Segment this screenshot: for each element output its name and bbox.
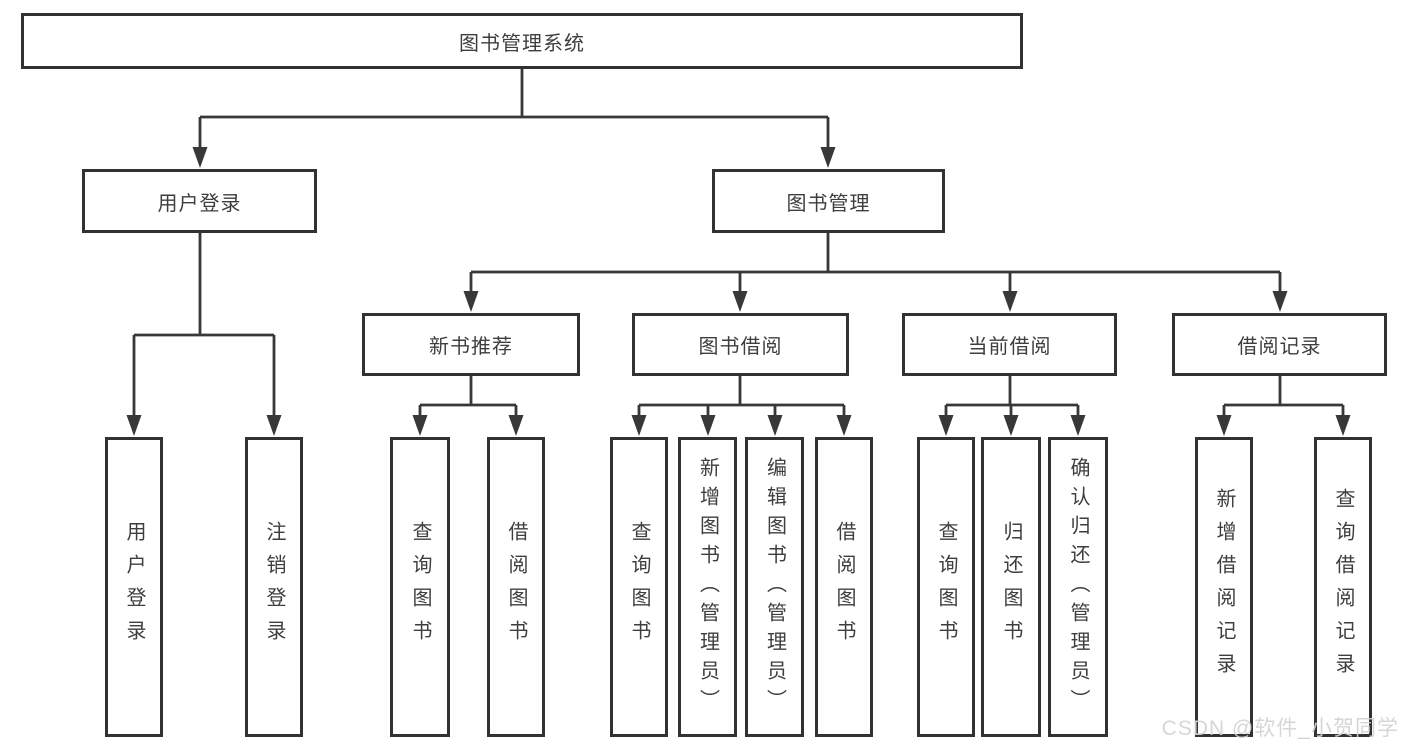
leaf-current-return-books: 归还图书 — [981, 437, 1041, 737]
arrow-icon — [1003, 415, 1019, 436]
arrow-icon — [1002, 291, 1018, 312]
node-borrow-records: 借阅记录 — [1172, 313, 1387, 376]
node-book-management: 图书管理 — [712, 169, 945, 233]
node-system-root: 图书管理系统 — [21, 13, 1023, 69]
node-label: 借阅图书 — [833, 521, 855, 653]
node-label: 新书推荐 — [429, 336, 513, 358]
arrow-icon — [192, 147, 208, 168]
node-label: 图书管理系统 — [459, 32, 585, 55]
node-label: 当前借阅 — [967, 336, 1052, 358]
arrow-icon — [767, 415, 783, 436]
node-label: 借阅图书 — [505, 521, 527, 653]
node-label: 确认归还（管理员） — [1067, 456, 1089, 718]
arrow-icon — [463, 291, 479, 312]
node-label: 编辑图书（管理员） — [763, 456, 786, 718]
arrowheads — [126, 147, 1351, 436]
leaf-borrow-add-books-admin: 新增图书（管理员） — [678, 437, 737, 737]
arrow-icon — [938, 415, 954, 436]
arrow-icon — [126, 415, 142, 436]
node-label: 查询图书 — [935, 521, 957, 653]
leaf-records-add-record: 新增借阅记录 — [1195, 437, 1253, 737]
node-label: 图书借阅 — [698, 336, 783, 358]
node-label: 注销登录 — [263, 521, 285, 653]
leaf-borrow-borrow-books: 借阅图书 — [815, 437, 873, 737]
arrow-icon — [732, 291, 748, 312]
node-user-login: 用户登录 — [82, 169, 317, 233]
leaf-user-login: 用户登录 — [105, 437, 163, 737]
arrow-icon — [412, 415, 428, 436]
node-label: 查询借阅记录 — [1332, 488, 1354, 686]
leaf-records-query-record: 查询借阅记录 — [1314, 437, 1372, 737]
node-label: 用户登录 — [157, 192, 242, 215]
node-label: 查询图书 — [628, 521, 650, 653]
node-book-borrow: 图书借阅 — [632, 313, 849, 376]
arrow-icon — [820, 147, 836, 168]
leaf-borrow-edit-books-admin: 编辑图书（管理员） — [745, 437, 804, 737]
arrow-icon — [1070, 415, 1086, 436]
leaf-borrow-query-books: 查询图书 — [610, 437, 668, 737]
arrow-icon — [700, 415, 716, 436]
leaf-recommend-borrow-books: 借阅图书 — [487, 437, 545, 737]
leaf-current-confirm-return-admin: 确认归还（管理员） — [1048, 437, 1108, 737]
node-label: 新增图书（管理员） — [696, 456, 719, 718]
arrow-icon — [836, 415, 852, 436]
node-new-book-recommend: 新书推荐 — [362, 313, 580, 376]
arrow-icon — [1335, 415, 1351, 436]
csdn-watermark: CSDN @软件_小贺同学 — [1161, 717, 1399, 740]
leaf-logout: 注销登录 — [245, 437, 303, 737]
arrow-icon — [508, 415, 524, 436]
arrow-icon — [1272, 291, 1288, 312]
node-label: 新增借阅记录 — [1213, 488, 1235, 686]
node-label: 归还图书 — [1000, 521, 1022, 653]
arrow-icon — [1216, 415, 1232, 436]
arrow-icon — [631, 415, 647, 436]
node-label: 借阅记录 — [1237, 336, 1322, 358]
arrow-icon — [266, 415, 282, 436]
node-label: 图书管理 — [786, 192, 871, 215]
node-current-borrow: 当前借阅 — [902, 313, 1117, 376]
node-label: 用户登录 — [123, 521, 145, 653]
leaf-current-query-books: 查询图书 — [917, 437, 975, 737]
node-label: 查询图书 — [409, 521, 431, 653]
leaf-recommend-query-books: 查询图书 — [390, 437, 450, 737]
